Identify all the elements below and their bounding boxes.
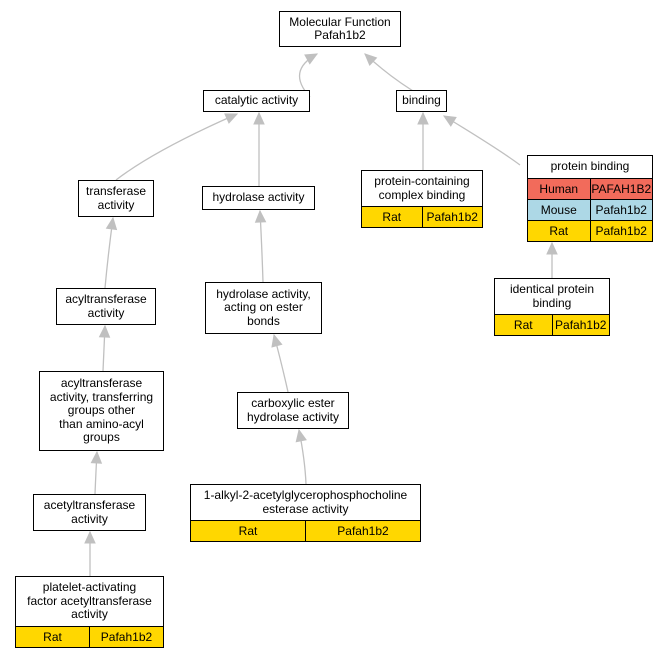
annotation-row: Rat Pafah1b2 [16,626,163,647]
arrowhead-9 [98,324,111,338]
gene-cell: Pafah1b2 [551,315,610,335]
node-identical-protein-binding[interactable]: identical protein binding Rat Pafah1b2 [494,278,610,336]
node-alkyl-acetylglycerophosphocholine-esterase[interactable]: 1-alkyl-2-acetylglycerophosphocholine es… [190,484,421,542]
arrowhead-6 [546,241,558,255]
node-hydrolase-ester-bonds-label: hydrolase activity, acting on ester bond… [216,286,311,328]
arrowhead-8 [254,209,267,223]
gene-cell: Pafah1b2 [589,200,653,220]
node-transferase-activity[interactable]: transferase activity [78,180,154,217]
node-protein-binding-label: protein binding [550,159,630,174]
node-acyltransferase-activity-label: acyltransferase activity [65,292,147,320]
arrowhead-3 [253,111,265,125]
edge-5 [443,115,521,166]
species-cell: Rat [549,224,569,238]
edge-2 [115,113,238,181]
node-acyltransferase-other-groups[interactable]: acyltransferase activity, transferring g… [39,371,164,451]
gene-cell: Pafah1b2 [421,207,483,227]
node-alkyl-acetylglycerophosphocholine-esterase-label: 1-alkyl-2-acetylglycerophosphocholine es… [203,488,408,516]
arrowhead-13 [84,530,96,544]
arrowhead-1 [364,53,378,67]
node-hydrolase-activity-label: hydrolase activity [212,190,305,205]
arrowhead-0 [304,53,319,65]
arrowhead-10 [271,333,283,348]
node-hydrolase-ester-bonds[interactable]: hydrolase activity, acting on ester bond… [205,282,322,334]
species-cell: Human [539,182,579,196]
node-platelet-activating-factor-acetyltransferase[interactable]: platelet-activating factor acetyltransfe… [15,576,164,648]
node-carboxylic-ester-hydrolase[interactable]: carboxylic ester hydrolase activity [237,392,349,429]
node-binding[interactable]: binding [396,90,447,112]
species-cell: Rat [382,210,402,224]
node-acyltransferase-activity[interactable]: acyltransferase activity [56,288,156,325]
node-molecular-function[interactable]: Molecular Function Pafah1b2 [279,11,401,47]
gene-cell: Pafah1b2 [89,627,163,647]
node-identical-protein-binding-label: identical protein binding [509,282,595,310]
arrowhead-4 [417,111,429,125]
arrowhead-11 [90,450,103,464]
node-acetyltransferase-activity-label: acetyltransferase activity [43,498,136,526]
node-acetyltransferase-activity[interactable]: acetyltransferase activity [33,494,146,531]
annotation-row: Rat Pafah1b2 [191,520,420,541]
node-protein-containing-complex-binding-label: protein-containing complex binding [374,174,470,202]
node-acyltransferase-other-groups-label: acyltransferase activity, transferring g… [49,376,154,445]
species-cell: Rat [513,318,533,332]
node-protein-binding[interactable]: protein binding Human PAFAH1B2 Mouse Paf… [527,155,653,242]
species-cell: Mouse [540,203,577,217]
annotation-row: Rat Pafah1b2 [362,206,482,227]
annotation-row: Human PAFAH1B2 [528,178,652,199]
arrowhead-7 [105,216,118,231]
species-cell: Rat [43,630,62,644]
node-carboxylic-ester-hydrolase-label: carboxylic ester hydrolase activity [246,396,340,424]
annotation-row: Rat Pafah1b2 [495,314,609,335]
node-molecular-function-label: Molecular Function Pafah1b2 [289,14,391,42]
arrowhead-5 [442,115,457,127]
arrowhead-2 [224,113,239,124]
node-binding-label: binding [402,93,441,108]
node-transferase-activity-label: transferase activity [85,184,147,212]
gene-cell: Pafah1b2 [589,221,653,241]
node-catalytic-activity[interactable]: catalytic activity [203,90,310,112]
gene-cell: Pafah1b2 [305,521,420,541]
node-catalytic-activity-label: catalytic activity [214,93,299,108]
species-cell: Rat [238,524,258,538]
node-protein-containing-complex-binding[interactable]: protein-containing complex binding Rat P… [361,170,483,228]
node-hydrolase-activity[interactable]: hydrolase activity [202,186,315,210]
node-platelet-activating-factor-acetyltransferase-label: platelet-activating factor acetyltransfe… [27,580,152,622]
arrowhead-12 [295,428,307,443]
annotation-row: Rat Pafah1b2 [528,220,652,241]
annotation-row: Mouse Pafah1b2 [528,199,652,220]
gene-cell: PAFAH1B2 [589,179,653,199]
